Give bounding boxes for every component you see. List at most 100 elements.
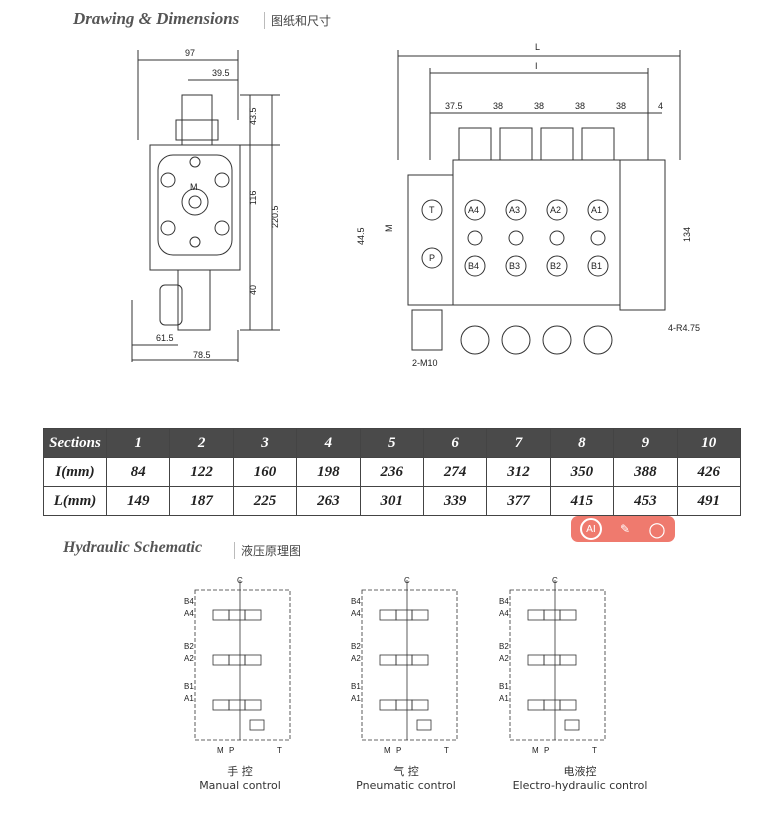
- port-b4: B4: [468, 261, 479, 271]
- port-label: B4: [351, 597, 361, 606]
- port-label: A1: [351, 694, 361, 703]
- port-m-label: M: [190, 182, 198, 192]
- dim-37-5: 37.5: [445, 101, 463, 111]
- table-cell: 301: [359, 486, 424, 516]
- table-cell: 491: [676, 486, 742, 516]
- port-label: A2: [351, 654, 361, 663]
- section-hole: [508, 230, 524, 246]
- ai-icon[interactable]: AI: [579, 518, 602, 540]
- port-t-label: T: [429, 205, 435, 215]
- port-label: B2: [351, 642, 361, 651]
- caption-en: Electro-hydraulic control: [512, 779, 648, 792]
- drawing-title: Drawing & Dimensions: [73, 9, 240, 28]
- spool-end: [542, 325, 572, 355]
- dim-2-m10: 2-M10: [412, 358, 438, 368]
- port-label: A2: [499, 654, 509, 663]
- table-header-cell: 1: [105, 428, 171, 458]
- port-label: T: [592, 746, 597, 755]
- dim-134: 134: [682, 227, 692, 242]
- caption-cn: 气 控: [393, 765, 419, 778]
- dim-38: 38: [616, 101, 626, 111]
- port-label: A1: [499, 694, 509, 703]
- port-label: M: [384, 746, 391, 755]
- port-label: C: [237, 576, 243, 585]
- table-cell: 350: [549, 457, 615, 487]
- port-label: M: [217, 746, 224, 755]
- dim-61-5: 61.5: [156, 333, 174, 343]
- magic-edit-icon[interactable]: ✎: [619, 522, 631, 536]
- search-icon[interactable]: ○: [648, 517, 666, 541]
- port-label: M: [532, 746, 539, 755]
- floating-toolbar[interactable]: AI ✎ ○: [571, 516, 675, 542]
- table-header-cell: 10: [676, 428, 742, 458]
- dim-38: 38: [575, 101, 585, 111]
- section-hole: [549, 230, 565, 246]
- table-cell: 339: [422, 486, 488, 516]
- dim-40: 40: [248, 285, 258, 295]
- dim-78-5: 78.5: [193, 350, 211, 360]
- section-hole: [467, 230, 483, 246]
- port-label: P: [229, 746, 234, 755]
- spool-end: [460, 325, 490, 355]
- port-label: B4: [499, 597, 509, 606]
- table-header-cell: Sections: [43, 428, 107, 458]
- dim-38: 38: [493, 101, 503, 111]
- port-a3: A3: [509, 205, 520, 215]
- schematic-manual: [194, 580, 291, 741]
- table-cell: 312: [486, 457, 551, 487]
- port-label: C: [552, 576, 558, 585]
- dim-116: 116: [248, 191, 258, 205]
- side-view-drawing: 97 39.5 43.5 116 220.5 40 61.5 78.5 M L …: [131, 42, 700, 368]
- dim-4: 4: [658, 101, 663, 111]
- dim-220-5: 220.5: [270, 205, 280, 228]
- table-cell: 84: [105, 457, 171, 487]
- port-label: B1: [499, 682, 509, 691]
- port-label: A4: [184, 609, 194, 618]
- table-header-cell: 4: [296, 428, 361, 458]
- table-cell: 236: [359, 457, 424, 487]
- table-cell: 426: [676, 457, 742, 487]
- port-label: C: [404, 576, 410, 585]
- table-cell: 122: [169, 457, 234, 487]
- spool-end: [583, 325, 613, 355]
- spool-cap: [540, 127, 574, 161]
- port-b1: B1: [591, 261, 602, 271]
- table-cell: 388: [613, 457, 678, 487]
- table-cell: 198: [296, 457, 361, 487]
- schematic-title: Hydraulic Schematic: [63, 539, 203, 556]
- table-cell: 225: [232, 486, 298, 516]
- table-header-cell: 2: [169, 428, 234, 458]
- port-b3: B3: [509, 261, 520, 271]
- table-cell: 187: [169, 486, 234, 516]
- port-label: B1: [184, 682, 194, 691]
- dim-44-5: 44.5: [356, 227, 366, 245]
- section-ports: A4 A3 A2 A1 B4 B3 B2 B1: [464, 199, 609, 277]
- caption-cn: 电液控: [563, 765, 597, 778]
- caption-cn: 手 控: [227, 765, 253, 778]
- section-hole: [590, 230, 606, 246]
- table-cell: 453: [613, 486, 678, 516]
- dim-I: I: [535, 61, 538, 71]
- table-cell: 149: [105, 486, 171, 516]
- port-label: A1: [184, 694, 194, 703]
- port-label: P: [396, 746, 401, 755]
- port-p-label: P: [429, 253, 435, 263]
- dim-r4-75: 4-R4.75: [668, 323, 700, 333]
- table-cell: 274: [422, 457, 488, 487]
- port-label: P: [544, 746, 549, 755]
- table-header-cell: 3: [232, 428, 298, 458]
- table-cell: 415: [549, 486, 615, 516]
- port-b2: B2: [550, 261, 561, 271]
- table-cell: I(mm): [43, 457, 107, 487]
- caption-en: Manual control: [199, 779, 281, 792]
- port-a2: A2: [550, 205, 561, 215]
- table-header-cell: 5: [359, 428, 424, 458]
- table-header-cell: 8: [549, 428, 615, 458]
- dim-38: 38: [534, 101, 544, 111]
- dim-39-5: 39.5: [212, 68, 230, 78]
